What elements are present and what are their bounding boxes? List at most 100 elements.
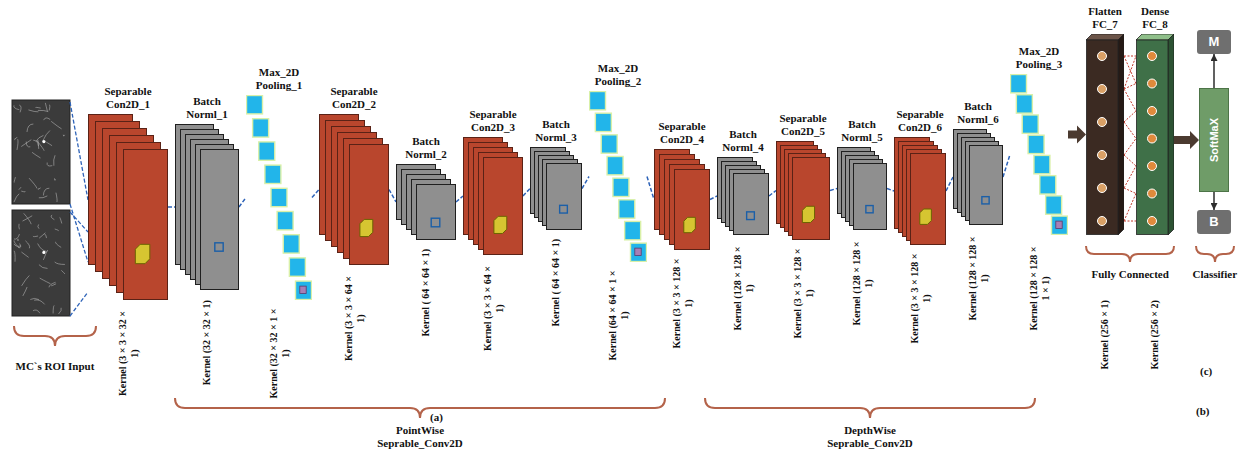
layer-name: Separable Con2D_3 [463, 108, 523, 133]
tissue-texture [14, 105, 19, 109]
layer-name: Batch Norml_2 [396, 135, 456, 160]
tissue-texture [25, 241, 29, 248]
dashed-connector [456, 196, 463, 202]
tissue-texture [33, 236, 38, 238]
dashed-connector [523, 189, 530, 197]
tissue-texture [21, 252, 28, 257]
feature-stack [589, 91, 647, 262]
group-brace [14, 326, 96, 346]
feature-stack [654, 149, 710, 250]
tissue-texture [45, 103, 47, 112]
pooled-map [590, 92, 606, 110]
tissue-texture [34, 300, 45, 304]
mammogram-roi [12, 100, 70, 204]
feature-map [350, 145, 389, 265]
feature-stack [319, 114, 389, 265]
kernel-size-label: Kernel (64 × 64 × 1 × 1) [607, 270, 630, 360]
dashed-connector [769, 191, 776, 197]
pooled-map [595, 113, 611, 131]
group-brace [705, 398, 1035, 418]
kernel-size-label: Kernel (256 × 1) [1099, 290, 1111, 380]
feature-stack [396, 164, 456, 240]
pooled-map [1016, 95, 1032, 113]
neuron [1098, 85, 1107, 94]
softmax-box: SoftMaX [1199, 88, 1229, 192]
separable-conv-stack: Separable Con2D_2 [319, 85, 389, 265]
pooled-map [1011, 75, 1027, 93]
normalized-map [734, 174, 769, 235]
feature-stack [246, 95, 312, 300]
tissue-texture [23, 216, 33, 221]
tissue-texture [54, 155, 55, 165]
tissue-texture [38, 188, 41, 190]
maxpool-stack: Max_2D Pooling_2 [589, 62, 647, 262]
separable-conv-stack: Separable Con2D_4 [654, 120, 710, 250]
neuron [1098, 217, 1107, 226]
flow-arrow [1068, 126, 1086, 144]
normalized-map [547, 164, 582, 230]
input-label: MC`s ROI Input [16, 360, 95, 373]
tissue-texture [49, 282, 56, 287]
layer-name: Batch Norml_1 [175, 95, 239, 120]
dashed-connector [389, 190, 396, 203]
tissue-texture [36, 107, 41, 109]
separable-conv-stack: Separable Con2D_6 [894, 108, 946, 245]
tissue-texture [51, 121, 61, 129]
dashed-connector [710, 196, 717, 200]
neuron [1098, 151, 1107, 160]
tissue-texture [17, 139, 18, 150]
input-leader-line [70, 212, 88, 232]
pooled-map [607, 156, 623, 174]
layer-name: Batch Norml_3 [530, 118, 582, 143]
tissue-texture [21, 191, 25, 193]
neuron [1148, 162, 1157, 171]
tissue-texture [40, 278, 51, 284]
dashed-connector [312, 190, 319, 198]
feature-stack [717, 157, 769, 235]
tissue-texture [43, 188, 49, 195]
feature-stack [175, 124, 239, 290]
kernel-cube [494, 216, 507, 233]
kernel-outline [431, 218, 440, 227]
batchnorm-stack: Batch Norml_3 [530, 118, 582, 230]
neuron [1148, 189, 1157, 198]
tissue-texture [14, 177, 15, 182]
kernel-cube [802, 206, 814, 222]
dashed-connector [946, 177, 953, 191]
separable-conv-stack: Separable Con2D_3 [463, 108, 523, 255]
class-box: M [1197, 30, 1231, 54]
layer-name: Separable Con2D_6 [894, 108, 946, 133]
layer-name: Max_2D Pooling_1 [246, 66, 312, 91]
layer-top-face [1086, 34, 1124, 40]
layer-side-face [1168, 34, 1174, 235]
group-brace [175, 398, 665, 418]
neuron [1148, 217, 1157, 226]
tissue-texture [32, 152, 40, 158]
batchnorm-stack: Batch Norml_4 [717, 128, 769, 235]
tissue-texture [38, 244, 47, 252]
kernel-cube [920, 209, 932, 224]
kernel-size-label: Kernel (3 × 3 × 128 × 1) [909, 253, 932, 343]
layer-body [1136, 34, 1174, 235]
layer-front-face [1087, 40, 1119, 235]
layer-name: Batch Norml_4 [717, 128, 769, 153]
layer-name: Batch Norml_5 [837, 118, 887, 143]
layer-name: Dense FC_8 [1136, 5, 1174, 30]
tissue-texture [28, 110, 38, 112]
tissue-texture [21, 140, 31, 147]
tissue-texture [14, 251, 15, 262]
normalized-map [854, 164, 887, 230]
layer-name: Separable Con2D_4 [654, 120, 710, 145]
normalized-map [201, 150, 239, 290]
dense-connections [1124, 56, 1136, 221]
kernel-cube [360, 219, 373, 236]
neuron [1148, 52, 1157, 61]
kernel-size-label: Kernel (3 × 3 × 128 × 1) [671, 258, 694, 348]
tissue-texture [39, 265, 48, 269]
dashed-connector [830, 189, 837, 191]
tissue-texture [14, 194, 19, 202]
feature-stack [894, 137, 946, 245]
pooled-map [283, 235, 299, 253]
normalized-map [970, 146, 1003, 225]
